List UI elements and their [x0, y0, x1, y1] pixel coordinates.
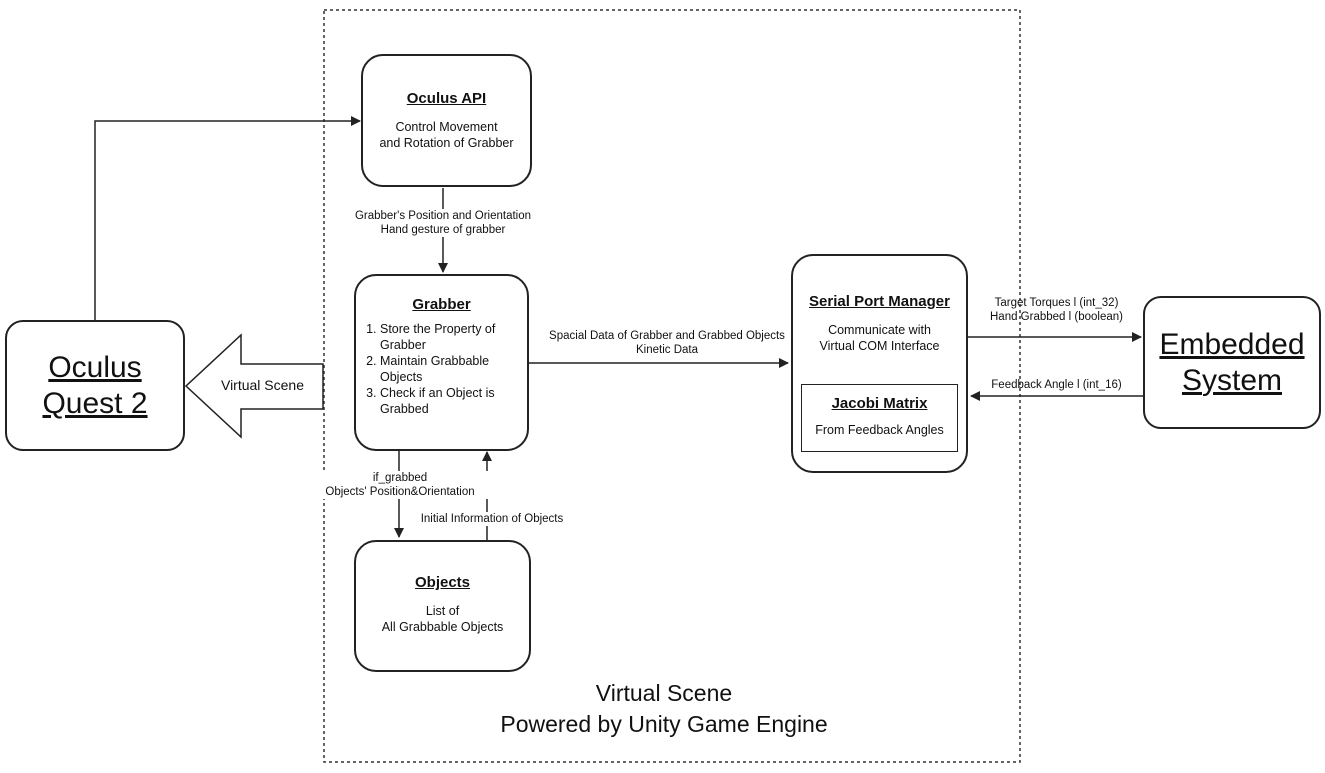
- grabber-to-objects-label: if_grabbed Objects' Position&Orientation: [310, 471, 490, 499]
- objects-to-grabber-label: Initial Information of Objects: [412, 512, 572, 526]
- jacobi-matrix-title: Jacobi Matrix: [831, 395, 928, 412]
- virtual-scene-container: [323, 9, 1021, 763]
- grabber-node: Grabber Store the Property of Grabber Ma…: [354, 274, 529, 451]
- objects-title: Objects: [414, 574, 471, 591]
- grabber-item: Check if an Object is Grabbed: [380, 385, 519, 417]
- oculus-api-node: Oculus API Control Movement and Rotation…: [361, 54, 532, 187]
- objects-text: List of All Grabbable Objects: [381, 604, 504, 634]
- jacobi-matrix-text: From Feedback Angles: [815, 423, 944, 437]
- grabber-title: Grabber: [412, 296, 471, 313]
- oculus-api-text: Control Movement and Rotation of Grabber: [379, 120, 514, 150]
- embedded-system-title: Embedded System: [1159, 327, 1305, 397]
- serial-port-manager-title: Serial Port Manager: [809, 293, 950, 310]
- grabber-responsibilities: Store the Property of Grabber Maintain G…: [356, 321, 527, 417]
- jacobi-matrix-node: Jacobi Matrix From Feedback Angles: [801, 384, 958, 452]
- oculus-quest-node: Oculus Quest 2: [5, 320, 185, 451]
- api-to-grabber-label: Grabber's Position and Orientation Hand …: [343, 209, 543, 237]
- oculus-quest-title: Oculus Quest 2: [42, 350, 148, 420]
- embedded-to-serial-label: Feedback Angle l (int_16): [991, 379, 1122, 391]
- grabber-item: Maintain Grabbable Objects: [380, 353, 519, 385]
- serial-to-embedded-label: Target Torques l (int_32) Hand Grabbed l…: [990, 297, 1123, 323]
- grabber-to-serial-label: Spacial Data of Grabber and Grabbed Obje…: [549, 330, 785, 356]
- oculus-api-title: Oculus API: [406, 90, 487, 107]
- embedded-system-node: Embedded System: [1143, 296, 1321, 429]
- virtual-scene-arrow-label: Virtual Scene: [220, 377, 304, 393]
- quest-to-api-arrow: [94, 116, 361, 320]
- serial-port-manager-text: Communicate with Virtual COM Interface: [819, 323, 940, 353]
- virtual-scene-arrow: [184, 333, 324, 439]
- container-caption: Virtual Scene Powered by Unity Game Engi…: [500, 680, 828, 737]
- grabber-item: Store the Property of Grabber: [380, 321, 519, 353]
- objects-node: Objects List of All Grabbable Objects: [354, 540, 531, 672]
